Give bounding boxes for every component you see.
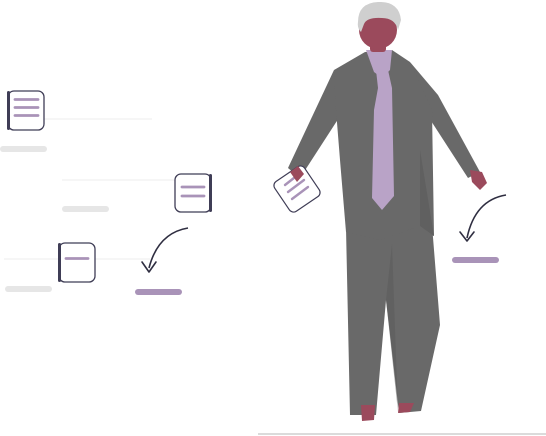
placeholder-bar [62,206,109,212]
document-card-icon [7,90,45,131]
curved-arrow-icon [141,227,189,273]
curved-arrow-icon [459,194,507,242]
right-drop-indicator [452,194,507,263]
document-card-icon [174,173,212,213]
flow-row-3 [4,227,189,295]
flow-row-1 [0,90,152,152]
accent-bar [452,257,499,263]
placeholder-bar [0,146,47,152]
person-figure [273,1,487,421]
flow-row-2 [62,173,212,213]
placeholder-bar [5,286,52,292]
paper-document-icon [273,165,321,213]
document-card-icon [58,242,96,283]
accent-bar [135,289,182,295]
